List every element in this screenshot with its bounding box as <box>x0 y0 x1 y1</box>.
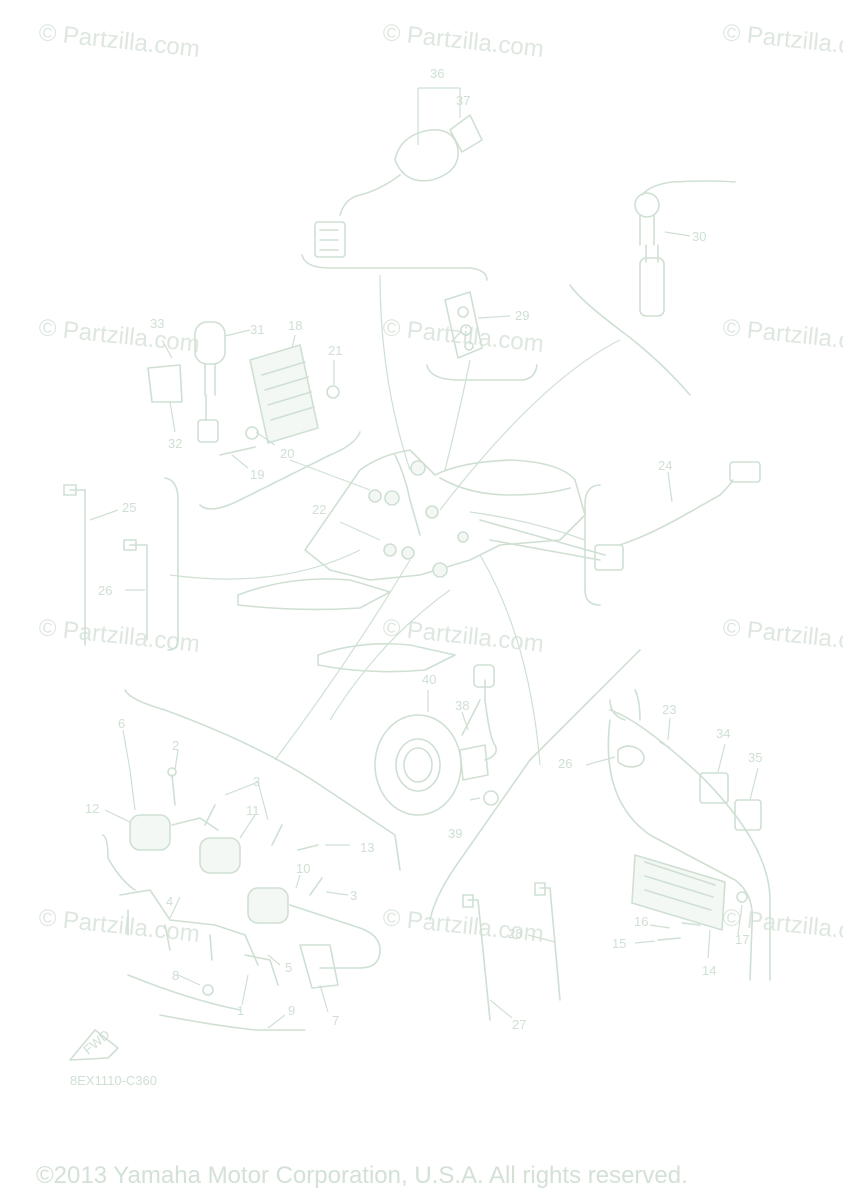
callout-33: 33 <box>150 316 164 331</box>
watermark: © Partzilla.com <box>721 19 843 63</box>
harness-24 <box>584 461 761 606</box>
callout-2: 2 <box>172 738 179 753</box>
callout-3a: 3 <box>253 774 260 789</box>
callout-15: 15 <box>612 936 626 951</box>
callout-8: 8 <box>172 968 179 983</box>
callout-7: 7 <box>332 1013 339 1028</box>
callout-18: 18 <box>288 318 302 333</box>
callout-13: 13 <box>360 840 374 855</box>
callout-38: 38 <box>455 698 469 713</box>
callout-37: 37 <box>456 93 470 108</box>
watermark: © Partzilla.com <box>37 904 201 948</box>
callout-1: 1 <box>237 1003 244 1018</box>
fwd-label: FWD <box>80 1027 112 1058</box>
callout-21: 21 <box>328 343 342 358</box>
callout-34: 34 <box>716 726 730 741</box>
callout-36: 36 <box>430 66 444 81</box>
ignition-coils <box>102 689 401 1031</box>
callout-30: 30 <box>692 229 706 244</box>
callout-numbers: 1 2 3 3 4 5 6 7 8 9 10 11 12 13 14 15 16… <box>85 66 762 1032</box>
fwd-arrow: FWD <box>69 1027 119 1061</box>
watermark: © Partzilla.com <box>721 314 843 358</box>
main-switch-assembly <box>301 87 488 281</box>
watermark: © Partzilla.com <box>37 314 201 358</box>
callout-9: 9 <box>288 1003 295 1018</box>
diagram-code: 8EX1110-C360 <box>70 1073 157 1088</box>
callout-20: 20 <box>280 446 294 461</box>
part-29 <box>426 291 538 381</box>
callout-31: 31 <box>250 322 264 337</box>
bolts-25-26 <box>63 477 179 651</box>
callout-12: 12 <box>85 801 99 816</box>
callout-32: 32 <box>168 436 182 451</box>
callout-10: 10 <box>296 861 310 876</box>
callout-22: 22 <box>312 502 326 517</box>
watermark: © Partzilla.com <box>37 614 201 658</box>
callout-25: 25 <box>122 500 136 515</box>
callout-3b: 3 <box>350 888 357 903</box>
callout-4: 4 <box>166 894 173 909</box>
snowmobile-body <box>237 449 606 673</box>
callout-5: 5 <box>285 960 292 975</box>
callout-24: 24 <box>658 458 672 473</box>
callout-23: 23 <box>662 702 676 717</box>
lower-right-parts <box>429 649 771 1021</box>
callout-26b: 26 <box>558 756 572 771</box>
parts-31-33 <box>147 321 251 443</box>
callout-40: 40 <box>422 672 436 687</box>
callout-11: 11 <box>246 803 260 818</box>
callout-19: 19 <box>250 467 264 482</box>
rectifier-18 <box>199 334 361 510</box>
callout-28: 28 <box>508 926 522 941</box>
callout-6: 6 <box>118 716 125 731</box>
flywheel-40 <box>374 664 499 816</box>
callout-27: 27 <box>512 1017 526 1032</box>
watermark: © Partzilla.com <box>381 19 545 63</box>
watermark: © Partzilla.com <box>37 19 201 63</box>
callout-29: 29 <box>515 308 529 323</box>
callout-26a: 26 <box>98 583 112 598</box>
watermark: © Partzilla.com <box>721 614 843 658</box>
callout-17: 17 <box>735 932 749 947</box>
connector-30 <box>569 180 736 396</box>
callout-14: 14 <box>702 963 716 978</box>
callout-35: 35 <box>748 750 762 765</box>
wire-routes <box>169 274 621 766</box>
callout-39: 39 <box>448 826 462 841</box>
copyright-notice: ©2013 Yamaha Motor Corporation, U.S.A. A… <box>36 1162 688 1189</box>
callout-16: 16 <box>634 914 648 929</box>
